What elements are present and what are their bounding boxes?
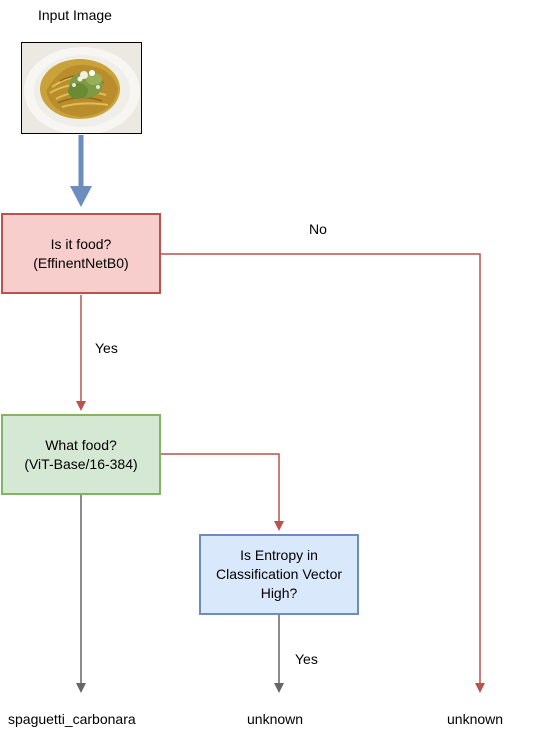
yes-label-food: Yes: [95, 340, 118, 356]
food-check-node: Is it food? (EffinentNetB0): [1, 213, 161, 294]
input-arrow-head: [70, 186, 92, 207]
food-photo: [22, 43, 141, 133]
output-right: unknown: [447, 711, 504, 727]
no-label: No: [309, 221, 327, 237]
no-edge: [161, 253, 485, 693]
input-image-title: Input Image: [38, 7, 112, 23]
what-to-entropy-edge: [161, 453, 284, 531]
output-middle: unknown: [247, 711, 304, 727]
input-image: [21, 42, 142, 134]
entropy-node: Is Entropy in Classification Vector High…: [199, 534, 359, 615]
food-check-model: (EffinentNetB0): [33, 254, 129, 271]
entropy-line-3: High?: [260, 585, 298, 601]
what-food-model: (ViT-Base/16-384): [24, 455, 138, 472]
entropy-line-1: Is Entropy in: [240, 547, 318, 563]
food-check-question: Is it food?: [50, 235, 112, 252]
what-food-question: What food?: [45, 436, 117, 453]
entropy-line-2: Classification Vector: [215, 566, 343, 582]
output-left: spaguetti_carbonara: [8, 711, 136, 727]
what-food-node: What food? (ViT-Base/16-384): [1, 414, 161, 495]
yes-label-entropy: Yes: [295, 651, 318, 667]
